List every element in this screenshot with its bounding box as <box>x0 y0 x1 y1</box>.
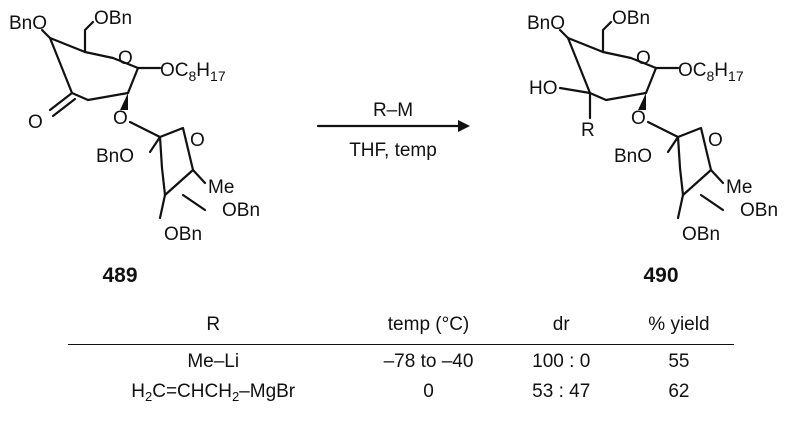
arrow-conditions: THF, temp <box>349 140 437 161</box>
reaction-scheme: BnO OBn O OC8H17 O O O BnO Me OBn OBn 48… <box>9 8 778 287</box>
header-r: R <box>68 308 359 345</box>
product-bno-left: BnO <box>527 13 565 34</box>
row2-r-sub: 2 <box>231 389 240 404</box>
product-ho: HO <box>529 78 558 99</box>
arrow-head <box>458 120 470 132</box>
reactant-fucose-substituent-bonds <box>148 135 207 220</box>
product-fucose-bno: BnO <box>614 146 652 167</box>
reactant-fucose-bonds <box>128 120 195 197</box>
reactant-compound-number: 489 <box>102 264 137 287</box>
reactant-c2-wedge <box>120 93 128 110</box>
row2-r-part: C=CHCH <box>152 381 232 402</box>
reactant-fucose-ring-o: O <box>190 130 205 151</box>
reactant-c6-bond <box>83 20 95 54</box>
row1-dr: 100 : 0 <box>532 351 591 372</box>
reactant-fucose-obn-bottom: OBn <box>164 224 202 245</box>
header-yield: % yield <box>623 308 734 345</box>
reactant-489: BnO OBn O OC8H17 O O O BnO Me OBn OBn 48… <box>9 8 260 287</box>
product-oc8h17: OC8H17 <box>678 60 744 84</box>
reactant-glyco-o: O <box>113 108 128 129</box>
reactant-obn-top: OBn <box>94 8 132 29</box>
reaction-arrow: R–M THF, temp <box>316 100 470 161</box>
reactant-fucose-obn-right: OBn <box>222 200 260 221</box>
row2-r: H2C=CHCH2–MgBr <box>68 375 358 405</box>
row2-r-part: –MgBr <box>239 381 296 402</box>
reactant-bno-left: BnO <box>9 13 47 34</box>
table-row: H2C=CHCH2–MgBr 0 53 : 47 62 <box>68 375 734 405</box>
product-glyco-o: O <box>631 108 646 129</box>
reactant-carbonyl-o: O <box>28 112 43 133</box>
product-fucose-obn-right: OBn <box>740 200 778 221</box>
row2-r-sub: 2 <box>145 389 153 404</box>
arrow-reagent: R–M <box>373 100 413 121</box>
row1-temp: –78 to –40 <box>383 351 474 372</box>
reactant-fucose-me: Me <box>208 177 234 198</box>
header-temp: temp (°C) <box>358 308 499 345</box>
product-r: R <box>581 120 595 141</box>
product-490: BnO OBn O OC8H17 HO R O O BnO Me OBn OBn… <box>527 8 778 287</box>
results-header-row: R temp (°C) dr % yield <box>68 308 734 345</box>
row2-temp: 0 <box>423 381 434 402</box>
row1-r: Me–Li <box>187 351 240 372</box>
product-fucose-obn-bottom: OBn <box>682 224 720 245</box>
product-fucose-ring-o: O <box>708 130 723 151</box>
product-compound-number: 490 <box>643 264 678 287</box>
product-c2-wedge <box>638 93 646 110</box>
reactant-ring-bonds <box>48 36 140 102</box>
reactant-fucose-bno: BnO <box>96 146 134 167</box>
table-row: Me–Li –78 to –40 100 : 0 55 <box>68 345 734 376</box>
row2-r-part: H <box>131 381 145 402</box>
header-dr: dr <box>498 308 624 345</box>
product-fucose-me: Me <box>726 177 752 198</box>
product-ring-bonds <box>566 36 658 102</box>
reactant-carbonyl-bond <box>48 91 77 118</box>
results-table: R temp (°C) dr % yield Me–Li –78 to –40 … <box>68 308 734 405</box>
reactant-ring-o: O <box>118 48 133 69</box>
product-c3-bonds <box>558 86 592 120</box>
product-ring-o: O <box>636 48 651 69</box>
row2-yield: 62 <box>668 381 690 402</box>
product-fucose-bonds <box>646 120 713 197</box>
reactant-c4-bond <box>40 28 52 40</box>
row1-yield: 55 <box>668 351 690 372</box>
row2-dr: 53 : 47 <box>532 381 591 402</box>
product-c6-bond <box>601 20 613 54</box>
product-fucose-substituent-bonds <box>666 135 725 220</box>
product-c4-bond <box>558 28 570 40</box>
product-obn-top: OBn <box>612 8 650 29</box>
reactant-oc8h17: OC8H17 <box>160 60 226 84</box>
